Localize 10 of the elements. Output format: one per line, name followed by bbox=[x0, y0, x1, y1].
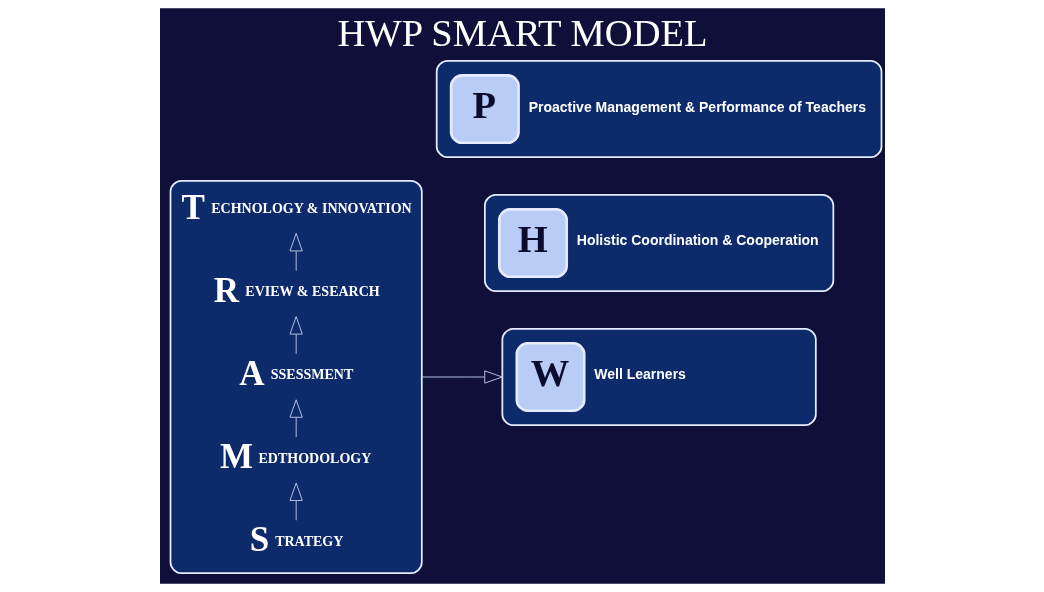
arrow bbox=[289, 482, 303, 521]
arrow bbox=[289, 316, 303, 355]
node-box: W Well Learners bbox=[501, 327, 817, 427]
diagram-title: HWP SMART MODEL bbox=[336, 12, 708, 55]
arrow bbox=[420, 370, 503, 384]
node-box: H Holistic Coordination & Cooperation bbox=[483, 194, 834, 293]
node-box: P Proactive Management & Performance of Teachers bbox=[435, 60, 882, 159]
cluster bbox=[169, 180, 423, 574]
arrow bbox=[289, 232, 303, 272]
arrow bbox=[289, 399, 303, 438]
